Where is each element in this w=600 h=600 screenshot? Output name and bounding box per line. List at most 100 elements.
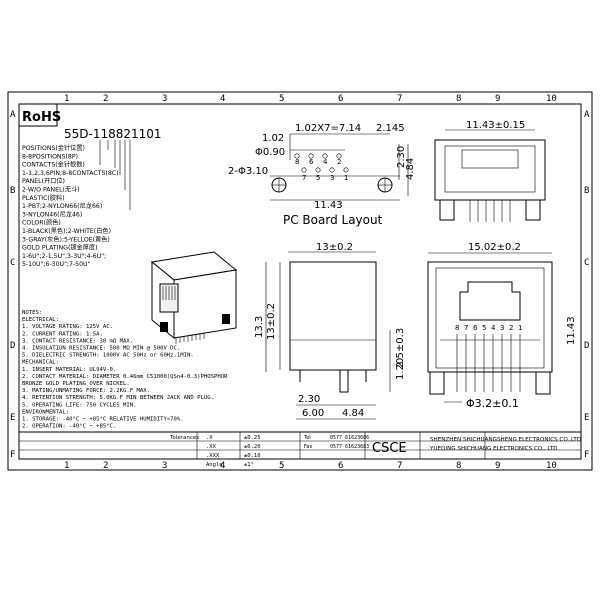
pcb-pin-hole [329, 167, 335, 173]
grid-column-label: 2 [103, 461, 108, 471]
legend-line: 5-10U";6-30U";7-50U" [22, 261, 91, 268]
note-line: 1. STORAGE: -40°C ~ +85°C RELATIVE HUMID… [22, 417, 184, 423]
legend-line: POSITIONS(金针位置) [22, 144, 85, 152]
pcb-dim-310: 2-Φ3.10 [228, 166, 268, 177]
fax-value: 0577 61623683 [330, 444, 369, 450]
company-name-2: YUEQING SHICHUANG ELECTRONICS CO., LTD [429, 446, 557, 452]
note-line: 3. CONTACT RESISTANCE: 30 mΩ MAX. [22, 338, 133, 344]
pcb-pin-hole [315, 167, 321, 173]
side-dim-600: 6.00 [302, 408, 324, 419]
tolerance-format: Angle [206, 462, 223, 468]
side-dim-13: 13±0.2 [266, 303, 277, 340]
legend-line: 1-PBT;2-NYLON66(尼龙66) [22, 202, 102, 210]
legend-line: 2-W/O PANEL(无斗) [22, 187, 80, 194]
grid-column-label: 5 [279, 461, 284, 471]
pcb-pin-number: 7 [302, 174, 306, 182]
tel-label: Tel [303, 435, 311, 441]
legend-line: 3-NYLON46(尼龙46) [22, 210, 82, 218]
grid-row-label: A [584, 110, 590, 120]
grid-column-label: 8 [456, 94, 461, 104]
legend-leader-lines [99, 140, 131, 210]
pcb-pin-number: 4 [323, 158, 328, 166]
grid-column-label: 10 [546, 461, 557, 471]
pcb-caption: PC Board Layout [283, 213, 383, 227]
connector-3d-view [150, 251, 238, 344]
grid-row-label: C [584, 258, 589, 268]
company-name-1: SHENZHEN SHICHUANGSHENG ELECTRONICS CO.,… [430, 437, 581, 443]
pcb-pin-hole [322, 153, 328, 159]
front-pin-number: 4 [491, 324, 496, 332]
front-pin-number: 5 [482, 324, 486, 332]
note-line: ELECTRICAL: [22, 317, 59, 323]
pcb-dim-1143: 11.43 [314, 200, 343, 211]
pcb-dim-090: Φ0.90 [255, 147, 285, 158]
note-line: 4. RETENTION STRENGTH: 5.0KG.F MIN BETWE… [22, 395, 214, 401]
grid-column-label: 7 [397, 94, 402, 104]
tolerance-value: ±1° [244, 462, 254, 468]
pcb-dim-2145: 2.145 [376, 123, 405, 134]
pcb-pin-number: 8 [295, 158, 299, 166]
pcb-pin-number: 3 [330, 174, 334, 182]
pcb-dim-230: 2.30 [396, 146, 407, 168]
top-view-dim: 11.43±0.15 [466, 120, 525, 131]
csce-logo: CSCE [372, 441, 407, 456]
pcb-pin-hole [294, 153, 300, 159]
tolerance-format: .X [206, 435, 213, 441]
grid-row-label: E [10, 413, 15, 423]
connector-top-view: 11.43±0.15 [434, 120, 546, 222]
pcb-dim-102: 1.02 [262, 133, 284, 144]
grid-column-label: 1 [64, 94, 69, 104]
legend-line: PANEL(开口位) [22, 177, 65, 185]
front-pin-number: 2 [509, 324, 513, 332]
grid-column-label: 6 [338, 461, 343, 471]
note-line: MECHANICAL: [22, 360, 59, 366]
legend-line: CONTACTS(金针根数) [22, 161, 85, 169]
pcb-pin-number: 5 [316, 174, 320, 182]
note-line: BRONZE GOLD PLATING OVER NICKEL. [22, 381, 130, 387]
grid-column-label: 4 [220, 461, 225, 471]
pcb-pin-hole [343, 167, 349, 173]
fax-label: Fax [304, 444, 312, 450]
grid-column-label: 3 [162, 94, 167, 104]
title-block-text: Tolerances.X±0.25.XX±0.20.XXX±0.10Angle±… [169, 435, 581, 468]
pcb-pin-number: 2 [337, 158, 341, 166]
tolerance-value: ±0.10 [244, 453, 261, 459]
tolerance-format: .XX [206, 444, 217, 450]
side-dim-484: 4.84 [342, 408, 364, 419]
grid-column-label: 8 [456, 461, 461, 471]
front-dim-1143: 11.43 [566, 316, 577, 345]
note-line: 2. CURRENT RATING: 1.5A. [22, 331, 103, 337]
note-line: 4. INSULATION RESISTANCE: 500 MΩ MIN @ 5… [22, 346, 180, 352]
pcb-dim-484: 4.84 [405, 158, 416, 180]
tolerance-value: ±0.25 [244, 435, 261, 441]
grid-row-label: B [584, 186, 589, 196]
grid-column-label: 5 [279, 94, 284, 104]
legend-line: 3-GRAY(灰色);5-YELLOE(黄色) [22, 235, 110, 243]
outer-frame [7, 91, 593, 471]
grid-column-label: 4 [220, 94, 225, 104]
part-code: 55D-118821101 [64, 127, 162, 141]
note-line: 3. MATING/UNMATING FORCE: 2.2KG.F MAX. [22, 388, 150, 394]
grid-row-label: F [10, 450, 15, 460]
front-pin-number: 1 [518, 324, 522, 332]
grid-row-label: F [584, 450, 589, 460]
note-line: 5. OPERATING LIFE: 750 CYCLES MIN. [22, 402, 137, 408]
front-pin-number: 7 [464, 324, 468, 332]
grid-row-label: A [10, 110, 16, 120]
legend-line: GOLD PLATING(镀金厚度) [22, 244, 98, 252]
grid-row-label: C [10, 258, 15, 268]
note-line: 1. VOLTAGE RATING: 125V AC. [22, 324, 113, 330]
rohs-label: RoHS [22, 110, 61, 125]
tolerances-label: Tolerances [169, 435, 199, 441]
front-pin-number: 6 [473, 324, 478, 332]
legend-line: 8-8POSITIONS(8P) [22, 153, 78, 160]
connector-side-view: 13±0.2 13.3 13±0.2 2.5±0.3 1.20 2.30 6.0… [254, 242, 406, 420]
note-line: NOTES: [22, 310, 42, 316]
front-pin-number: 3 [500, 324, 504, 332]
front-pin-number: 8 [455, 324, 459, 332]
